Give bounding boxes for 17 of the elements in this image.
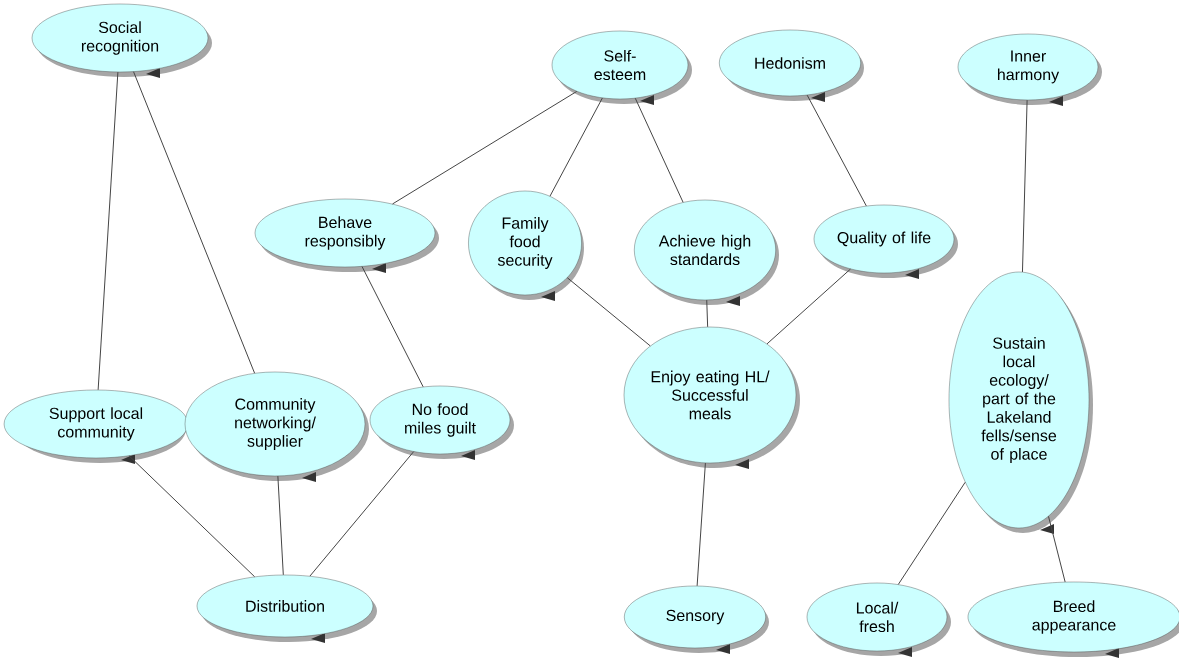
connector-line [897,481,966,585]
connector-line [133,71,256,374]
connector-line [696,462,706,587]
connector-line [1048,515,1066,583]
connector-line [128,455,256,578]
connector-line [309,451,415,577]
connector-line [549,97,603,197]
connector-line [361,266,424,388]
connector-line [97,71,119,391]
connector-line [706,299,709,328]
connector-line [766,268,851,345]
connector-line [806,94,867,207]
connector-line [1021,99,1028,273]
connector-line [392,90,578,205]
connector-line [277,475,284,576]
connector-line [566,277,651,347]
connector-line [634,97,684,203]
